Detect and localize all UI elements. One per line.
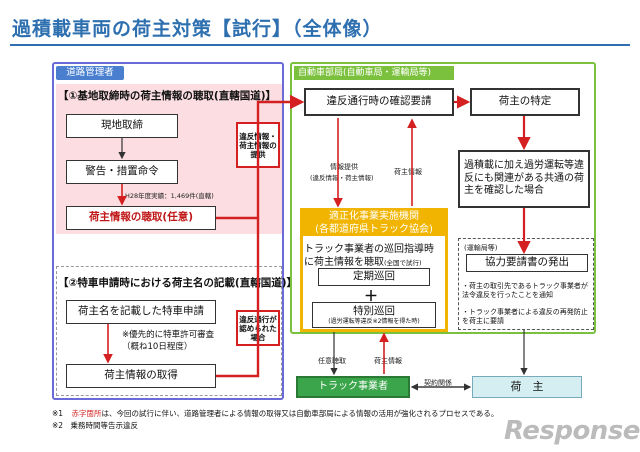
agency-group xyxy=(300,208,448,332)
response-logo-text: Response. xyxy=(504,416,640,446)
section2-heading: 【②特車申請時における荷主名の記載(直轄国道)】 xyxy=(58,277,297,289)
hearing-box: 荷主情報の聴取(任意) xyxy=(66,206,216,230)
h28-results-note: H28年度実績：1,469件(直轄) xyxy=(125,192,214,200)
onsite-inspection-box: 現地取締 xyxy=(66,114,178,138)
agency-desc-2-main: に荷主情報を聴取 xyxy=(304,257,384,268)
footnote-2: ※2 乗務時間等告示違反 xyxy=(52,421,139,430)
section1-heading: 【①基地取締時の荷主情報の聴取(直轄国道)】 xyxy=(58,90,276,102)
voluntary-hearing-label: 任意聴取 xyxy=(318,357,346,365)
request-bullet-2: ・トラック事業者による違反の再発防止を荷主に要請 xyxy=(462,308,588,326)
plus-sign: ＋ xyxy=(364,289,378,305)
regular-patrol-box: 定期巡回 xyxy=(318,268,430,286)
bureau-sub-label: (運輸局等) xyxy=(464,244,498,252)
road-admin-label: 道路管理者 xyxy=(56,66,124,80)
review-days-note: （概ね10日程度） xyxy=(122,342,193,352)
trucker-box: トラック事業者 xyxy=(296,376,410,398)
request-bullet-1: ・荷主の取引先であるトラック事業者が法令違反を行ったことを通知 xyxy=(462,282,588,300)
cooperation-request-box: 協力要請書の発出 xyxy=(466,254,588,272)
title-underline xyxy=(10,44,630,46)
page-title: 過積載車両の荷主対策【試行】（全体像） xyxy=(12,18,383,40)
shipper-identification-box: 荷主の特定 xyxy=(470,88,580,116)
footnote-1-rest: は、今回の試行に伴い、道路管理者による情報の取得又は自動車部局による情報の活用が… xyxy=(101,409,499,418)
info-provision-sub: (違反情報・荷主情報) xyxy=(310,174,374,182)
response-logo: Response. xyxy=(504,416,640,446)
confirmation-request-box: 違反通行時の確認要請 xyxy=(304,88,454,116)
transport-bureau-label: 自動車部局(自動車局・運輸局等) xyxy=(294,66,454,80)
footnote-1-red: 赤字箇所 xyxy=(71,409,102,418)
footnote-1-mark: ※1 xyxy=(52,409,64,418)
arrow-obtain-to-bureau xyxy=(216,218,260,378)
agency-desc-1: トラック事業者の巡回指導時 xyxy=(304,244,434,255)
special-patrol-sub: (過労運転等違反※2情報を得た時) xyxy=(328,317,420,325)
footnote-1: ※1 赤字箇所は、今回の試行に伴い、道路管理者による情報の取得又は自動車部局によ… xyxy=(52,408,498,419)
arrow-hearing-to-bureau xyxy=(216,94,305,220)
contract-label: 契約関係 xyxy=(424,379,452,387)
transport-bureau-group xyxy=(290,62,596,334)
info-provision-label: 情報提供 xyxy=(330,163,358,171)
warning-order-box: 警告・措置命令 xyxy=(66,160,178,184)
special-patrol-label: 特別巡回 xyxy=(353,304,395,317)
agency-title-1: 適正化事業実施機関 xyxy=(300,210,448,223)
request-group xyxy=(458,238,594,330)
overwork-common-shipper-box: 過積載に加え過労運転等違反にも関連がある共通の荷主を確認した場合 xyxy=(458,150,590,208)
agency-desc-2-small: (全国で試行) xyxy=(384,259,422,267)
permit-application-box: 荷主名を記載した特車申請 xyxy=(66,300,216,324)
road-admin-group xyxy=(52,62,284,400)
special-patrol-box: 特別巡回 (過労運転等違反※2情報を得た時) xyxy=(312,302,436,328)
shipper-box: 荷 主 xyxy=(472,376,582,398)
section2-panel xyxy=(56,266,282,396)
priority-review-note: ※優先的に特車許可審査 xyxy=(122,330,215,340)
shipper-info-label-upper: 荷主情報 xyxy=(394,168,422,176)
obtain-info-box: 荷主情報の取得 xyxy=(66,364,216,388)
agency-desc-2: に荷主情報を聴取(全国で試行) xyxy=(304,253,422,268)
shipper-info-label-lower: 荷主情報 xyxy=(374,357,402,365)
agency-title-2: (各都道府県トラック協会) xyxy=(300,223,448,236)
